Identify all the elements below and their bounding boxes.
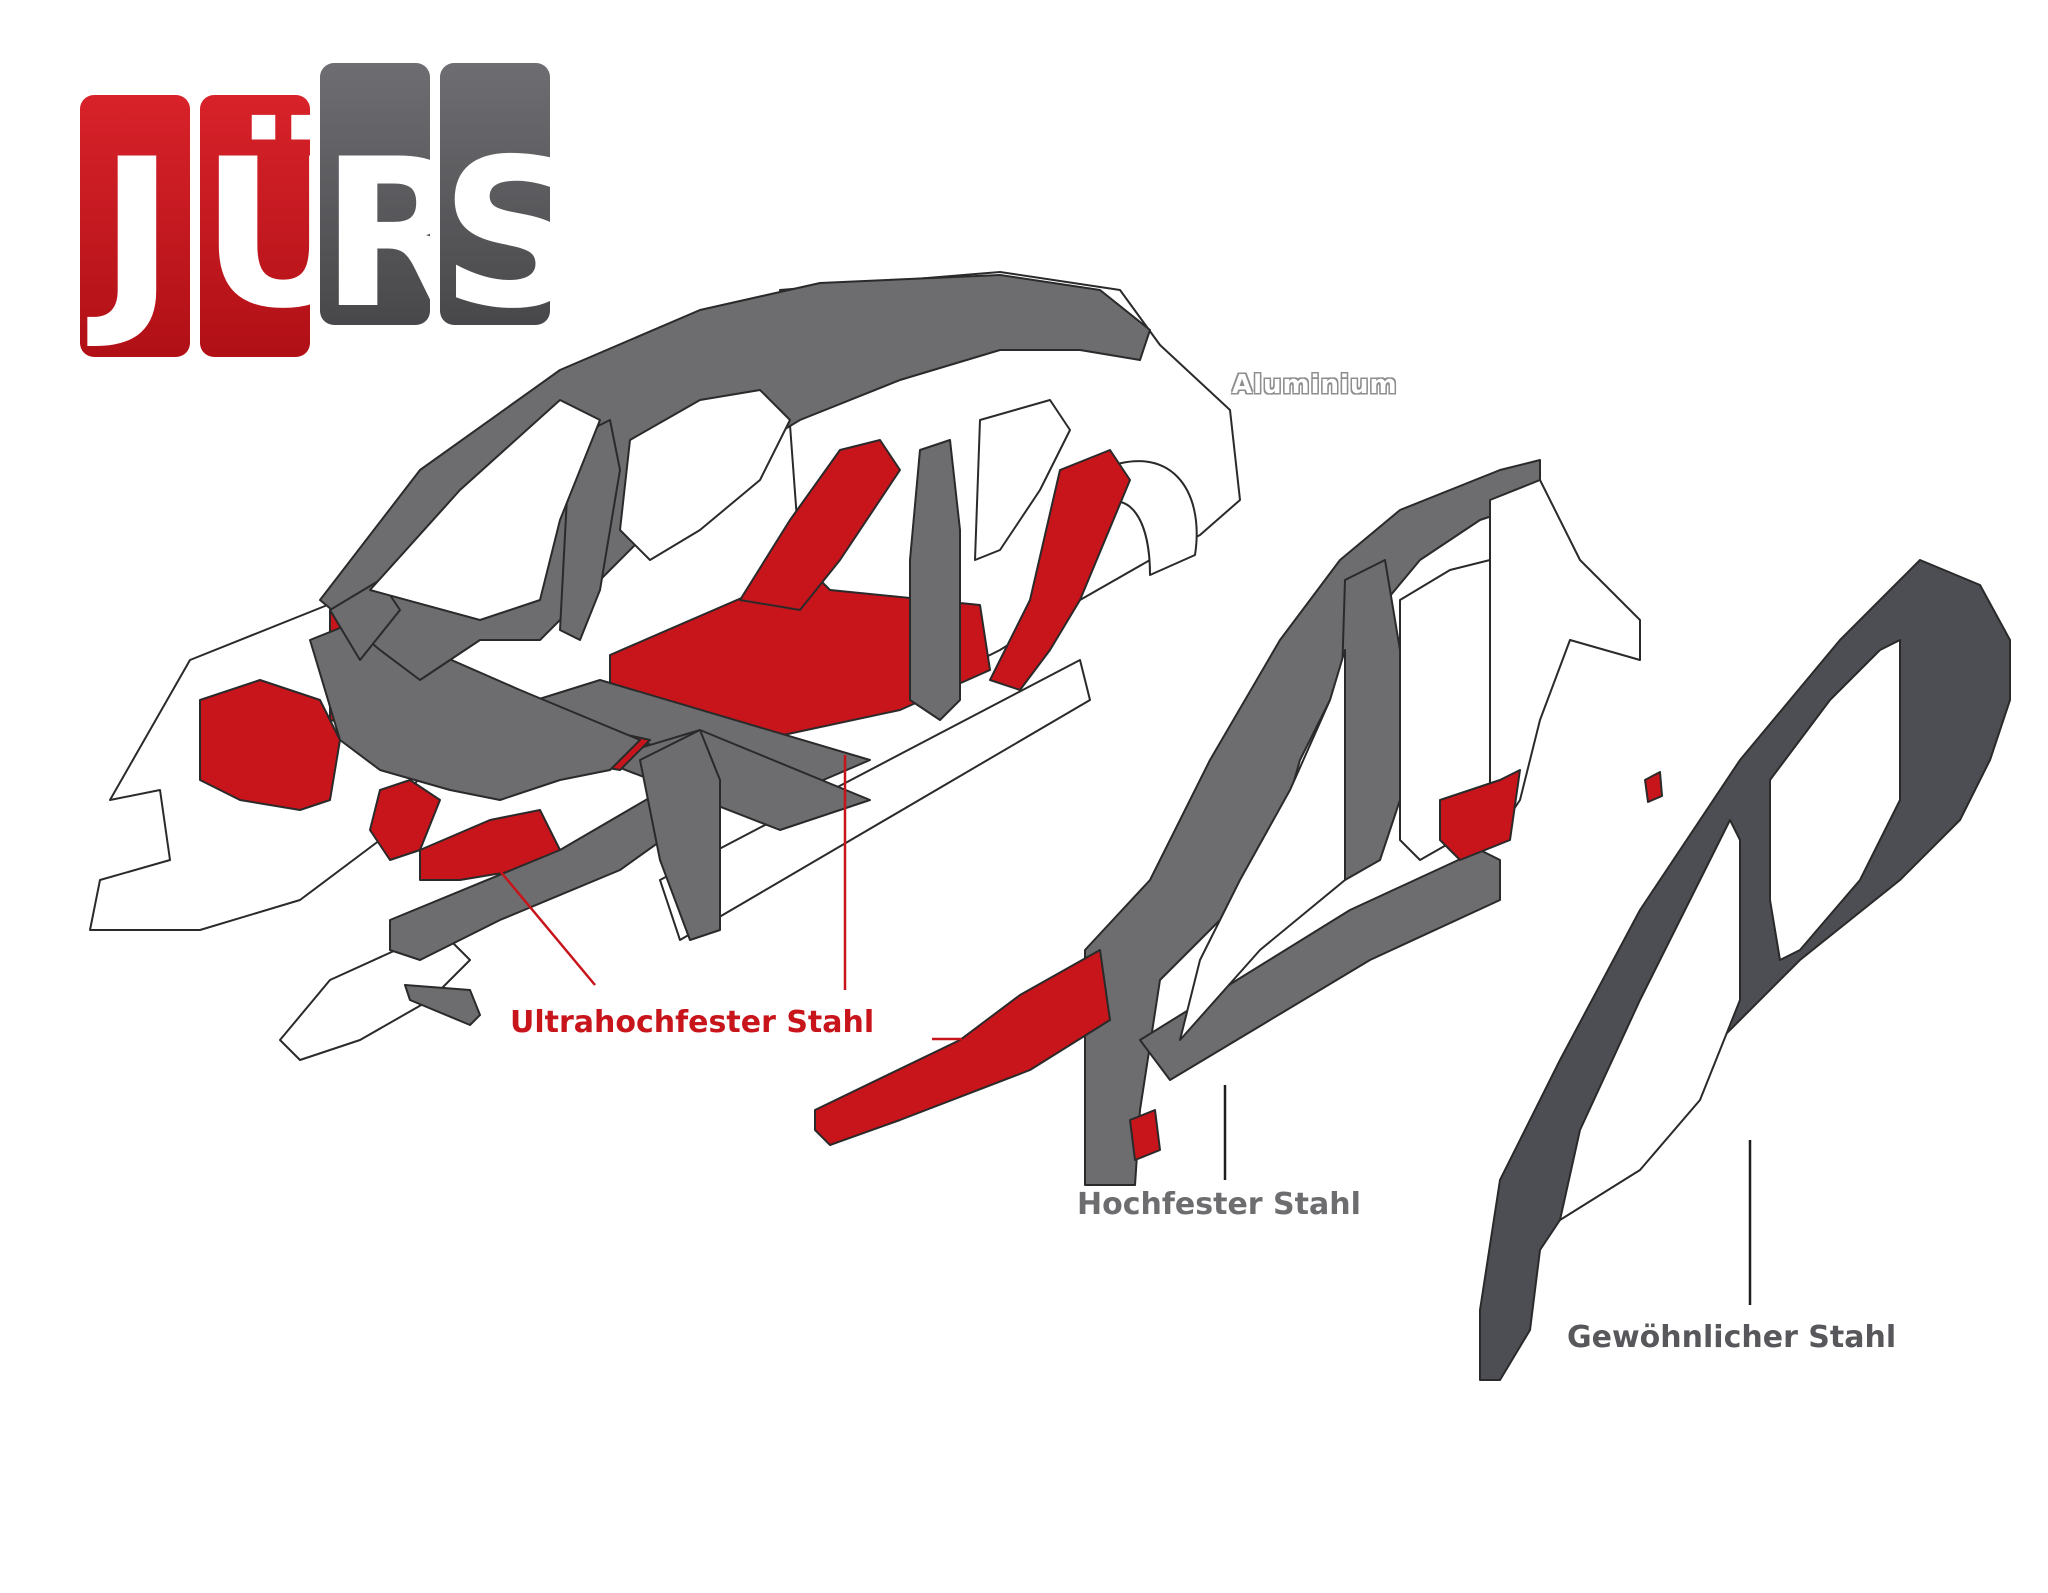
inner-panel-red-front [814,949,1111,1146]
front-door-opening [619,389,791,561]
front-side-rail [389,779,691,961]
inner-panel-red-foot [1129,1109,1161,1161]
rear-door-opening [974,399,1071,561]
rocker-sill [659,659,1091,941]
dash-panel-gray [309,619,641,801]
rear-crossmember-red [989,449,1131,691]
outer-front-door-opening [1559,819,1741,1221]
tunnel-red [739,439,901,611]
logo-tile-j: J [80,95,190,357]
leader-uhs-left [494,864,596,986]
outer-side-panel [1479,559,2011,1381]
a-pillar-left [329,579,401,661]
logo-letter-j: J [98,116,175,354]
outer-rear-door-opening [1769,639,1901,961]
outer-panel-body [1479,559,2011,1381]
leader-lines [494,755,1752,1305]
windshield-opening [369,399,601,621]
label-regular-steel: Gewöhnlicher Stahl [1567,1320,1897,1355]
label-high-strength-steel: Hochfester Stahl [1077,1187,1361,1222]
front-crossmember [279,929,471,1061]
label-ultra-high-strength-steel: Ultrahochfester Stahl [510,1005,875,1040]
b-pillar [909,439,961,721]
inner-panel-sill [1139,849,1501,1081]
inner-side-panel [814,459,1641,1186]
bumper-bracket [404,984,481,1026]
label-aluminium: Aluminium [1232,370,1398,400]
front-strut-tower-red [199,679,341,811]
car-body-structure [89,271,1241,1061]
inner-panel-b-pillar [1339,559,1401,881]
outer-panel-red-mark [1644,771,1663,803]
lower-a-pillar [639,729,721,941]
inner-front-door-opening [1179,649,1346,1041]
inner-panel-red-sill [1439,769,1521,861]
inner-panel-body [1084,459,1541,1186]
